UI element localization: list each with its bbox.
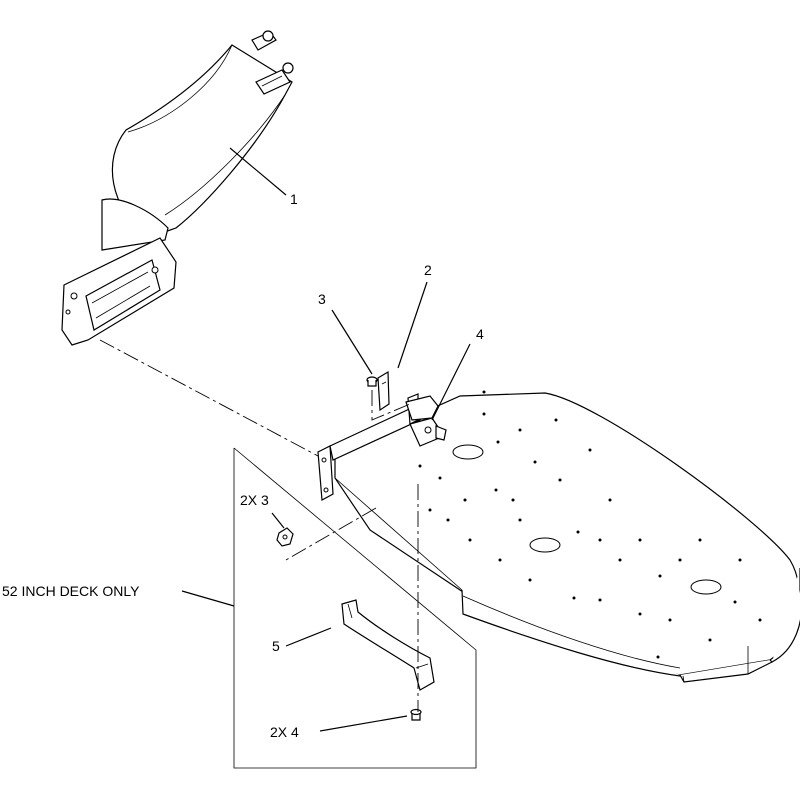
- leader-lines: [181, 147, 471, 732]
- baffle-strap-part-5: [341, 599, 435, 691]
- bolt-part-3: [366, 376, 378, 387]
- callout-4: 4: [476, 326, 484, 342]
- callout-2x4: 2X 4: [270, 724, 299, 740]
- bracket-part-2: [377, 370, 390, 412]
- deck-note-label: 52 INCH DECK ONLY: [2, 583, 140, 599]
- deck-bolt-holes: [418, 390, 762, 659]
- assembly-lines: [99, 339, 419, 712]
- hinge-bracket-part-4: [405, 395, 447, 447]
- callout-2x3: 2X 3: [240, 492, 269, 508]
- nut-part-3: [276, 527, 294, 547]
- deck-option-box: [233, 447, 477, 769]
- callout-5: 5: [272, 638, 280, 654]
- discharge-chute: [61, 30, 294, 346]
- callout-3: 3: [318, 291, 326, 307]
- callout-2: 2: [424, 262, 432, 278]
- callout-1: 1: [290, 191, 298, 207]
- bolt-part-4: [410, 708, 422, 721]
- mower-deck: [334, 390, 800, 683]
